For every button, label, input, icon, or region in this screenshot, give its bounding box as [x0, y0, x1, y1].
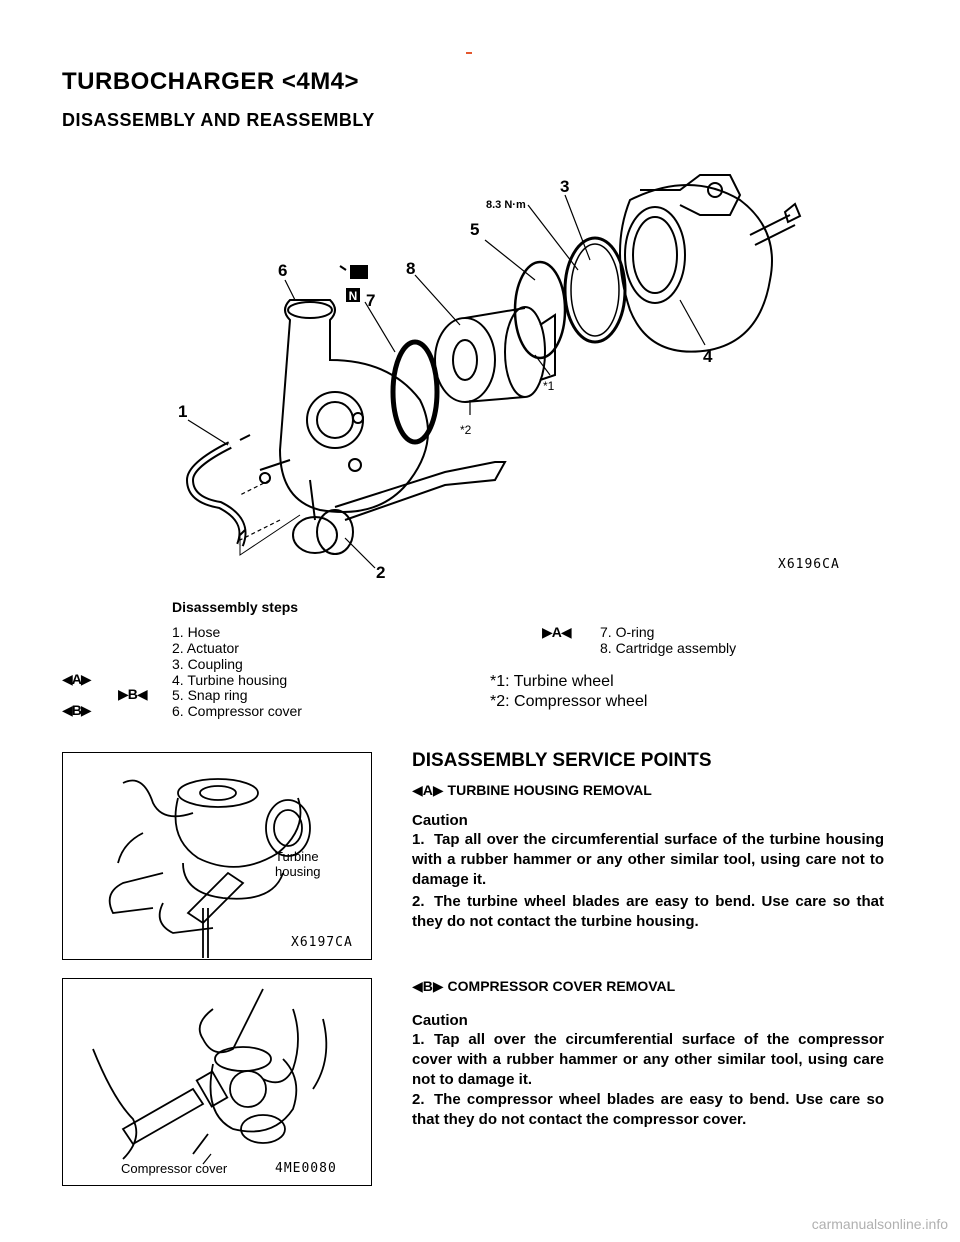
section-a-item-2-text: The turbine wheel blades are easy to ben… [412, 893, 884, 930]
step-8: 8. Cartridge assembly [600, 640, 737, 656]
n-symbol-icon [346, 288, 360, 302]
step-2: 2. Actuator [172, 640, 239, 656]
step-6: 6. Compressor cover [172, 703, 302, 719]
exploded-diagram: N 1 2 3 4 5 6 7 8 8.3 N·m *1 *2 X6196CA [178, 174, 840, 582]
section-a-item-2-num: 2. [412, 893, 425, 910]
compressor-cover-label: Compressor cover [121, 1161, 228, 1176]
n-symbol-text: N [349, 289, 358, 303]
step-4: 4. Turbine housing [172, 672, 288, 688]
compressor-cover-illustration [92, 988, 328, 1165]
note-turbine-wheel: *1: Turbine wheel [490, 673, 614, 690]
section-b-item-2-text: The compressor wheel blades are easy to … [412, 1091, 884, 1128]
steps-title: Disassembly steps [172, 599, 299, 615]
service-points-title: DISASSEMBLY SERVICE POINTS [412, 750, 712, 771]
step-7-marker: ▶A◀ [542, 624, 572, 640]
page-subtitle: DISASSEMBLY AND REASSEMBLY [62, 110, 375, 130]
star1-label: *1 [543, 379, 555, 393]
callout-5: 5 [470, 220, 479, 239]
section-b-item-1-num: 1. [412, 1031, 425, 1048]
figure-compressor-cover: Compressor cover 4ME0080 [62, 978, 372, 1186]
section-a-item-2: 2.The turbine wheel blades are easy to b… [412, 892, 884, 932]
section-a-item-1-num: 1. [412, 831, 425, 848]
figure-turbine-housing: Turbine housing X6197CA [62, 752, 372, 960]
header-mark [466, 52, 472, 54]
step-3: 3. Coupling [172, 656, 243, 672]
section-b-item-2-num: 2. [412, 1091, 425, 1108]
section-b-item-1: 1.Tap all over the circumferential surfa… [412, 1030, 884, 1090]
turbine-housing-label: Turbine housing [275, 849, 321, 879]
section-b-item-2: 2.The compressor wheel blades are easy t… [412, 1090, 884, 1130]
step-7: 7. O-ring [600, 624, 655, 640]
step-1: 1. Hose [172, 624, 221, 640]
step-5: 5. Snap ring [172, 687, 248, 703]
torque-value: 8.3 N·m [486, 199, 526, 211]
note-compressor-wheel: *2: Compressor wheel [490, 693, 648, 710]
figure2-code: 4ME0080 [275, 1161, 337, 1176]
callout-4: 4 [703, 347, 713, 366]
callout-1: 1 [178, 402, 187, 421]
callout-8: 8 [406, 259, 415, 278]
star2-label: *2 [460, 423, 472, 437]
callout-2: 2 [376, 563, 385, 582]
page-title: TURBOCHARGER <4M4> [62, 68, 360, 95]
section-a-item-1-text: Tap all over the circumferential surface… [412, 831, 884, 888]
section-b-caution: Caution [412, 1012, 468, 1029]
section-b-heading: ◀B▶ COMPRESSOR COVER REMOVAL [412, 978, 676, 994]
section-b-item-1-text: Tap all over the circumferential surface… [412, 1031, 884, 1088]
diagram-code: X6196CA [778, 557, 840, 572]
watermark: carmanualsonline.info [811, 1216, 948, 1232]
step-5-marker: ▶B◀ [118, 686, 148, 702]
callout-6: 6 [278, 261, 287, 280]
figure1-code: X6197CA [291, 935, 353, 950]
callout-7: 7 [366, 291, 375, 310]
callout-3: 3 [560, 177, 569, 196]
step-4-marker: ◀A▶ [62, 671, 92, 687]
turbine-housing-illustration [108, 778, 311, 958]
step-6-marker: ◀B▶ [62, 702, 92, 718]
section-a-item-1: 1.Tap all over the circumferential surfa… [412, 830, 884, 890]
section-a-heading: ◀A▶ TURBINE HOUSING REMOVAL [412, 782, 652, 798]
oil-can-icon [339, 265, 368, 279]
section-a-caution: Caution [412, 812, 468, 829]
